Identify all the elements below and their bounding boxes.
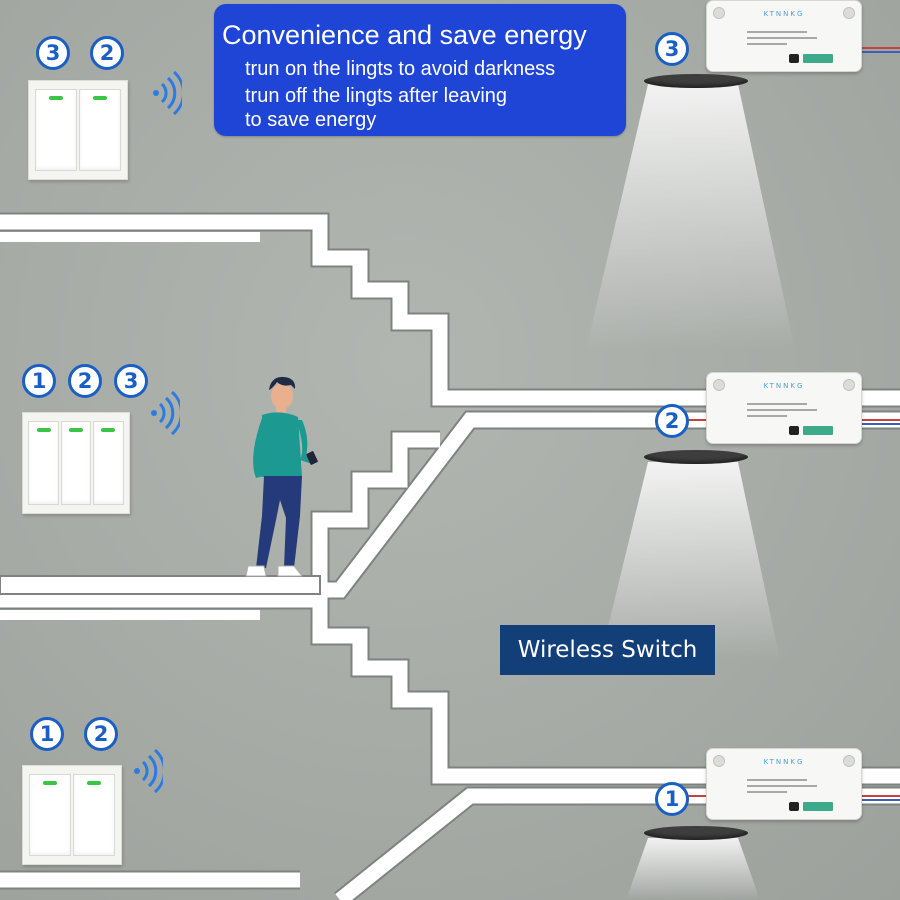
person-with-phone [245, 376, 318, 577]
ceiling-lamp-bottom [644, 826, 748, 840]
light-beam-top [586, 84, 795, 350]
switch-badge-top-2: 2 [90, 36, 124, 70]
light-beam-middle [600, 462, 780, 660]
spec-text-line [747, 785, 817, 787]
wireless-receiver-middle[interactable]: KTNNKG [706, 372, 862, 444]
led-indicator [93, 95, 108, 100]
led-indicator [101, 428, 116, 432]
wireless-receiver-top[interactable]: KTNNKG [706, 0, 862, 72]
spec-text-line [747, 31, 807, 33]
wireless-signal-icon [151, 390, 180, 436]
spec-text-line [747, 409, 817, 411]
receiver-label-sticker [803, 802, 833, 811]
pair-button[interactable] [789, 54, 799, 63]
switch-key-2[interactable] [78, 88, 122, 172]
led-indicator [48, 95, 63, 100]
mount-tab [713, 379, 725, 391]
spec-text-line [747, 403, 807, 405]
ceiling-lamp-middle [644, 450, 748, 464]
spec-text-line [747, 37, 817, 39]
led-indicator [36, 428, 51, 432]
led-indicator [87, 780, 102, 785]
mount-tab [843, 755, 855, 767]
switch-key-3[interactable] [34, 88, 77, 172]
receiver-badge-top: 3 [655, 32, 689, 66]
switch-key-3[interactable] [92, 421, 124, 505]
receiver-brand: KTNNKG [763, 10, 805, 18]
receiver-brand: KTNNKG [763, 758, 805, 766]
switch-badge-bottom-1: 1 [30, 717, 64, 751]
wall-wires [686, 47, 900, 801]
led-indicator [42, 780, 57, 785]
spec-text-line [747, 779, 807, 781]
receiver-brand: KTNNKG [763, 382, 805, 390]
wall-switch-middle[interactable] [22, 412, 130, 514]
info-line-1: trun on the lingts to avoid darkness [245, 58, 556, 80]
mount-tab [713, 755, 725, 767]
wireless-switch-label: Wireless Switch [500, 625, 715, 675]
switch-key-2[interactable] [72, 773, 116, 857]
switch-key-1[interactable] [28, 421, 60, 505]
wireless-signal-icon [153, 70, 182, 116]
spec-text-line [747, 791, 787, 793]
switch-key-2[interactable] [60, 421, 92, 505]
ceiling-lamp-top [644, 74, 748, 88]
info-line-3: to save energy [245, 109, 377, 131]
wall-switch-bottom[interactable] [22, 765, 122, 865]
wireless-receiver-bottom[interactable]: KTNNKG [706, 748, 862, 820]
wireless-signal-icon [134, 748, 163, 794]
spec-text-line [747, 415, 787, 417]
info-box: Convenience and save energy trun on the … [214, 4, 626, 136]
pair-button[interactable] [789, 802, 799, 811]
switch-badge-middle-3: 3 [114, 364, 148, 398]
light-beam-bottom [626, 838, 760, 900]
switch-badge-bottom-2: 2 [84, 717, 118, 751]
switch-badge-middle-2: 2 [68, 364, 102, 398]
switch-badge-middle-1: 1 [22, 364, 56, 398]
info-title: Convenience and save energy [222, 20, 587, 50]
led-indicator [68, 428, 83, 432]
mount-tab [713, 7, 725, 19]
floor-slabs [0, 232, 321, 620]
receiver-badge-bottom: 1 [655, 782, 689, 816]
spec-text-line [747, 43, 787, 45]
wall-switch-top[interactable] [28, 80, 128, 180]
receiver-badge-middle: 2 [655, 404, 689, 438]
switch-key-1[interactable] [28, 773, 71, 857]
mount-tab [843, 379, 855, 391]
mount-tab [843, 7, 855, 19]
switch-badge-top-1: 3 [36, 36, 70, 70]
pair-button[interactable] [789, 426, 799, 435]
info-line-2: trun off the lingts after leaving [245, 85, 508, 107]
receiver-label-sticker [803, 426, 833, 435]
receiver-label-sticker [803, 54, 833, 63]
